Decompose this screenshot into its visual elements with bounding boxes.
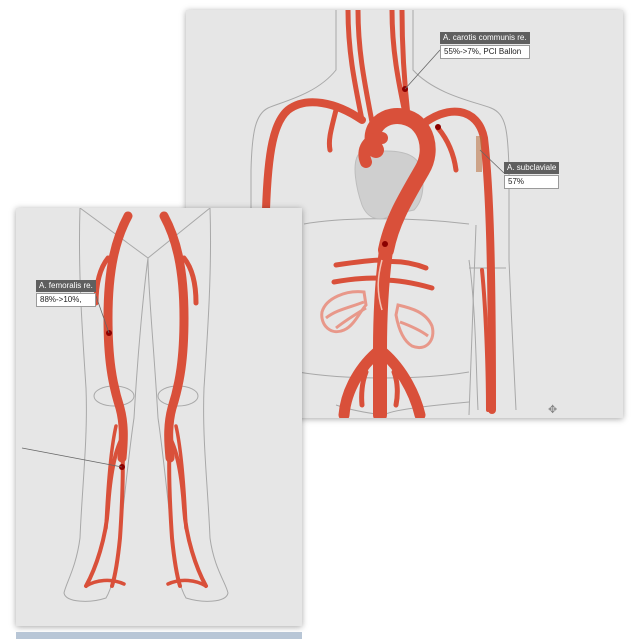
- legs-artery-diagram: [16, 208, 302, 626]
- carotis-label[interactable]: A. carotis communis re. 55%->7%, PCI Bal…: [440, 32, 530, 59]
- stenosis-marker[interactable]: [382, 241, 388, 247]
- bottom-window-strip: [16, 632, 302, 639]
- subclavia-highlight: [476, 136, 482, 172]
- carotis-leader-line: [405, 50, 440, 89]
- legs-diagram-panel[interactable]: A. femoralis re. 88%->10%,: [16, 208, 302, 626]
- move-icon[interactable]: ✥: [548, 403, 557, 416]
- subclavia-label[interactable]: A. subclaviale 57%: [504, 162, 559, 189]
- carotis-label-value: 55%->7%, PCI Ballon: [440, 45, 530, 59]
- femoralis-label[interactable]: A. femoralis re. 88%->10%,: [36, 280, 96, 307]
- subclavia-label-title: A. subclaviale: [504, 162, 559, 174]
- femoralis-label-title: A. femoralis re.: [36, 280, 96, 292]
- stenosis-marker[interactable]: [435, 124, 441, 130]
- lower-leg-leader-line: [22, 448, 122, 467]
- femoralis-label-value: 88%->10%,: [36, 293, 96, 307]
- legs-body-outline: [64, 208, 228, 601]
- subclavia-label-value: 57%: [504, 175, 559, 189]
- carotis-label-title: A. carotis communis re.: [440, 32, 530, 44]
